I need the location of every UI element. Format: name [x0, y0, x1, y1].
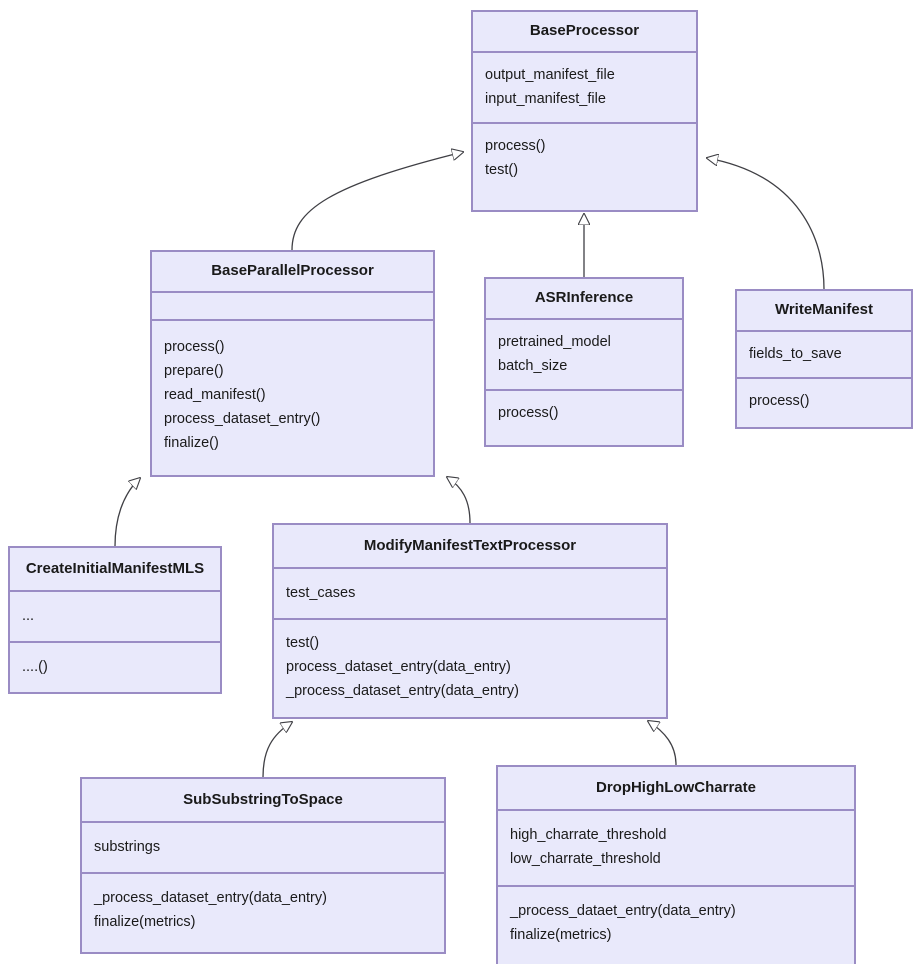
method-row: prepare()	[164, 363, 224, 379]
attribute-row: substrings	[94, 839, 161, 855]
class-node-base-parallel-processor[interactable]: BaseParallelProcessor process() prepare(…	[150, 250, 435, 477]
compartment-divider	[274, 567, 666, 569]
attribute-row: fields_to_save	[749, 346, 842, 362]
edge-drophighlowcharrate-to-modifymanifesttextprocessor	[648, 721, 677, 766]
compartment-divider	[152, 291, 433, 293]
methods-compartment-modify-manifest-text-processor: test() process_dataset_entry(data_entry)…	[274, 620, 666, 717]
methods-compartment-asr-inference: process()	[486, 391, 682, 445]
class-node-base-processor[interactable]: BaseProcessor output_manifest_file input…	[471, 10, 698, 212]
class-title-sub-substring-to-space: SubSubstringToSpace	[183, 791, 343, 808]
attribute-row: batch_size	[498, 358, 568, 374]
methods-compartment-sub-substring-to-space: _process_dataset_entry(data_entry) final…	[82, 874, 444, 952]
edge-createinitialmanifestmls-to-baseparallelprocessor	[114, 478, 140, 547]
class-node-modify-manifest-text-processor[interactable]: ModifyManifestTextProcessor test_cases t…	[272, 523, 668, 719]
method-row: process_dataset_entry()	[164, 411, 321, 427]
attributes-compartment-base-processor: output_manifest_file input_manifest_file	[473, 53, 696, 122]
class-title-write-manifest: WriteManifest	[774, 301, 874, 318]
edge-baseparallelprocessor-to-baseprocessor	[291, 152, 463, 251]
methods-compartment-create-initial-manifest-mls: ....()	[10, 643, 220, 692]
method-row: process()	[498, 405, 559, 421]
compartment-divider	[498, 809, 854, 811]
method-row: _process_dataset_entry(data_entry)	[286, 683, 519, 699]
method-row: process_dataset_entry(data_entry)	[286, 659, 511, 675]
method-row: _process_dataset_entry(data_entry)	[94, 890, 327, 906]
method-row: finalize(metrics)	[510, 927, 612, 943]
class-node-write-manifest[interactable]: WriteManifest fields_to_save process()	[735, 289, 913, 429]
compartment-divider	[82, 872, 444, 874]
compartment-divider	[473, 122, 696, 124]
attributes-compartment-drop-high-low-charrate: high_charrate_threshold low_charrate_thr…	[498, 811, 854, 885]
attributes-compartment-create-initial-manifest-mls: ...	[10, 592, 220, 641]
attribute-row: test_cases	[286, 585, 356, 601]
compartment-divider	[10, 641, 220, 643]
attribute-row: low_charrate_threshold	[510, 851, 661, 867]
attributes-compartment-base-parallel-processor	[152, 293, 433, 319]
attribute-row: output_manifest_file	[485, 67, 615, 83]
method-row: finalize()	[164, 435, 219, 451]
class-title-create-initial-manifest-mls: CreateInitialManifestMLS	[25, 560, 205, 577]
method-row: test()	[485, 162, 519, 178]
attribute-row: pretrained_model	[498, 334, 611, 350]
class-node-drop-high-low-charrate[interactable]: DropHighLowCharrate high_charrate_thresh…	[496, 765, 856, 964]
compartment-divider	[473, 51, 696, 53]
attribute-row: ...	[22, 608, 35, 624]
compartment-divider	[82, 821, 444, 823]
attribute-row: input_manifest_file	[485, 91, 606, 107]
method-row: process()	[485, 138, 546, 154]
edge-modifymanifesttextprocessor-to-baseparallelprocessor	[447, 477, 471, 524]
class-node-asr-inference[interactable]: ASRInference pretrained_model batch_size…	[484, 277, 684, 447]
attributes-compartment-sub-substring-to-space: substrings	[82, 823, 444, 872]
compartment-divider	[152, 319, 433, 321]
methods-compartment-base-processor: process() test()	[473, 124, 696, 210]
compartment-divider	[486, 318, 682, 320]
edge-writemanifest-to-baseprocessor	[707, 158, 825, 290]
class-title-modify-manifest-text-processor: ModifyManifestTextProcessor	[363, 537, 577, 554]
compartment-divider	[486, 389, 682, 391]
method-row: test()	[286, 635, 320, 651]
compartment-divider	[10, 590, 220, 592]
method-row: ....()	[22, 659, 48, 675]
attribute-row: high_charrate_threshold	[510, 827, 667, 843]
class-title-asr-inference: ASRInference	[534, 289, 634, 306]
methods-compartment-write-manifest: process()	[737, 379, 911, 427]
methods-compartment-base-parallel-processor: process() prepare() read_manifest() proc…	[152, 321, 433, 475]
method-row: process()	[164, 339, 225, 355]
class-title-base-processor: BaseProcessor	[529, 22, 640, 39]
method-row: finalize(metrics)	[94, 914, 196, 930]
method-row: _process_dataet_entry(data_entry)	[510, 903, 736, 919]
class-title-base-parallel-processor: BaseParallelProcessor	[211, 262, 374, 279]
methods-compartment-drop-high-low-charrate: _process_dataet_entry(data_entry) finali…	[498, 887, 854, 964]
method-row: read_manifest()	[164, 387, 266, 403]
attributes-compartment-write-manifest: fields_to_save	[737, 332, 911, 377]
class-node-create-initial-manifest-mls[interactable]: CreateInitialManifestMLS ... ....()	[8, 546, 222, 694]
class-title-drop-high-low-charrate: DropHighLowCharrate	[595, 779, 756, 796]
class-node-sub-substring-to-space[interactable]: SubSubstringToSpace substrings _process_…	[80, 777, 446, 954]
compartment-divider	[274, 618, 666, 620]
compartment-divider	[737, 330, 911, 332]
method-row: process()	[749, 393, 810, 409]
compartment-divider	[498, 885, 854, 887]
edge-subsubstringtospace-to-modifymanifesttextprocessor	[262, 722, 292, 778]
compartment-divider	[737, 377, 911, 379]
attributes-compartment-modify-manifest-text-processor: test_cases	[274, 569, 666, 618]
attributes-compartment-asr-inference: pretrained_model batch_size	[486, 320, 682, 389]
